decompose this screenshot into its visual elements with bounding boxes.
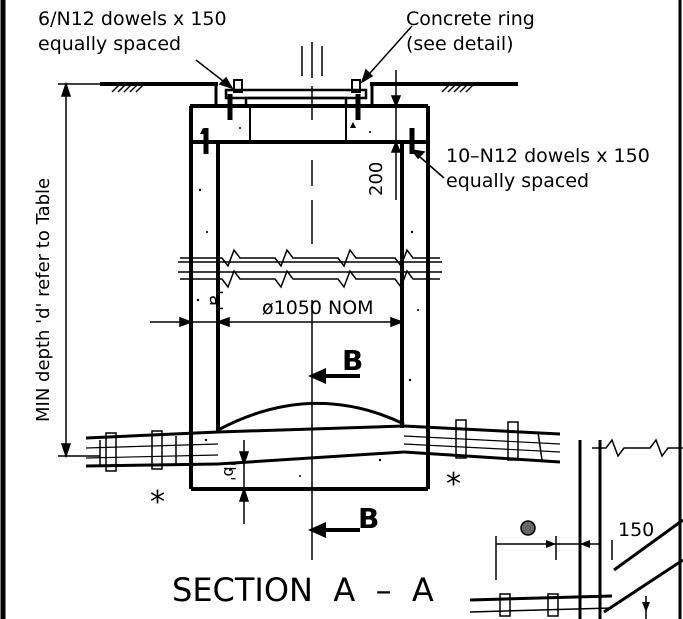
label-dimension-200: 200: [366, 162, 387, 196]
dowel-bars: [203, 94, 415, 154]
label-dowels-top-line1: 6/N12 dowels x 150: [38, 8, 227, 30]
concrete-specks: [196, 122, 419, 477]
label-dowels-side-line2: equally spaced: [446, 170, 589, 192]
detail-fragment: [469, 438, 683, 619]
dimension-200: [390, 70, 402, 200]
section-arrow-b-top: [308, 368, 360, 384]
label-dowels-top-line2: equally spaced: [38, 33, 181, 55]
label-diameter-nom: ø1050 NOM: [262, 297, 374, 319]
label-dimension-b: 'b': [220, 462, 239, 481]
reinforcing-bar-icon: [520, 520, 536, 536]
ground-surface: [100, 82, 518, 93]
centre-line: [301, 42, 323, 560]
depth-dimension: [58, 81, 100, 459]
concrete-ring: [224, 79, 368, 142]
label-dimension-150: 150: [618, 519, 654, 541]
chamber-base: [189, 401, 430, 491]
label-dowels-side-line1: 10–N12 dowels x 150: [446, 145, 650, 167]
label-concrete-ring-line1: Concrete ring: [406, 8, 535, 30]
label-dimension-a: 'a': [205, 290, 226, 311]
label-section-b-top: B: [342, 344, 363, 377]
break-lines: [178, 248, 442, 289]
dimension-a: [150, 316, 230, 328]
section-title: SECTION A – A: [172, 571, 434, 609]
dimension-diameter: [218, 316, 405, 328]
dimension-b: [238, 440, 250, 524]
label-section-b-bottom: B: [358, 502, 379, 535]
label-concrete-ring-line2: (see detail): [406, 33, 514, 55]
section-arrow-b-bottom: [308, 522, 360, 538]
label-min-depth: MIN depth 'd' refer to Table: [33, 178, 54, 422]
label-asterisk-right: *: [446, 467, 461, 502]
inlet-pipe: [85, 430, 219, 472]
chamber-wall-left: [189, 106, 220, 436]
label-asterisk-left: *: [150, 485, 165, 520]
outlet-pipe: [403, 419, 561, 464]
leader-lines: [195, 25, 445, 179]
